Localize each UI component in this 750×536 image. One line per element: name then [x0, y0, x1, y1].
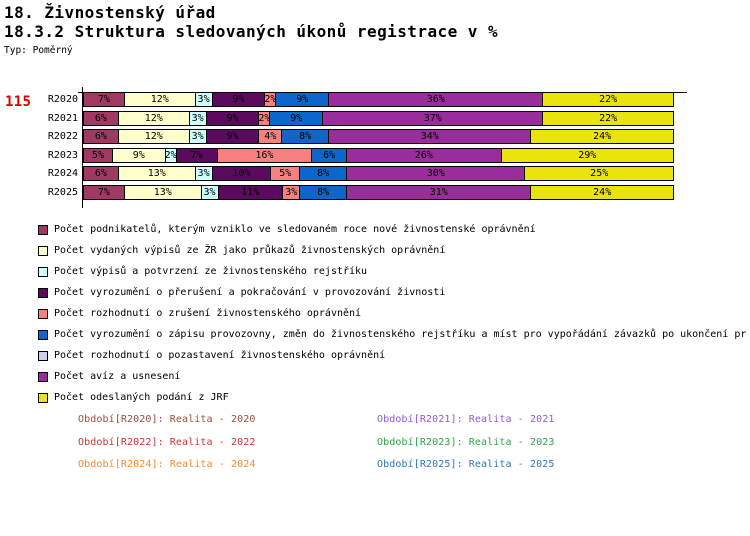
stacked-bar: 6%12%3%9%2%9%37%22% [83, 110, 674, 126]
bar-segment: 24% [530, 129, 674, 145]
bar-segment: 3% [282, 185, 301, 200]
bar-segment: 9% [269, 110, 324, 126]
bar-segment: 8% [281, 129, 330, 145]
bar-segment: 8% [299, 185, 348, 200]
period-label: Období[R2024]: Realita - 2024 [78, 459, 256, 470]
bar-segment: 3% [200, 185, 219, 200]
bar-segment: 22% [542, 110, 674, 126]
legend-label: Počet výpisů a potvrzení ze živnostenské… [54, 266, 368, 277]
bar-segment: 26% [346, 147, 502, 163]
bar-segment: 3% [194, 92, 213, 107]
period-label: Období[R2025]: Realita - 2025 [377, 459, 555, 470]
bar-segment: 9% [275, 92, 330, 107]
bar-segment: 4% [258, 129, 283, 145]
bar-segment: 3% [194, 166, 213, 182]
bar-segment: 5% [83, 147, 113, 163]
chart-title: 18.3.2 Struktura sledovaných úkonů regis… [4, 22, 499, 41]
legend-label: Počet vyrozumění o přerušení a pokračová… [54, 287, 446, 298]
bar-segment: 3% [188, 110, 207, 126]
chart-type-label: Typ: Poměrný [4, 45, 73, 56]
legend-label: Počet rozhodnutí o zrušení živnostenskéh… [54, 308, 362, 319]
bar-segment: 12% [123, 92, 196, 107]
bar-segment: 30% [346, 166, 526, 182]
bar-segment: 37% [322, 110, 544, 126]
bar-segment: 22% [542, 92, 674, 107]
record-count: 115 [5, 94, 32, 110]
period-label: Období[R2023]: Realita - 2023 [377, 436, 555, 448]
bar-segment: 5% [270, 166, 301, 182]
stacked-bar: 7%13%3%11%3%8%31%24% [83, 185, 674, 200]
y-axis-line [82, 87, 83, 208]
bar-segment: 9% [205, 129, 260, 145]
legend-label: Počet rozhodnutí o pozastavení živnosten… [54, 350, 386, 361]
bar-segment: 7% [83, 185, 125, 200]
bar-segment: 6% [83, 129, 119, 145]
legend-swatch-icon [38, 330, 48, 340]
legend-label: Počet vyrozumění o zápisu provozovny, zm… [54, 329, 747, 340]
bar-segment: 31% [346, 185, 532, 200]
bar-segment: 16% [216, 147, 313, 163]
bar-segment: 3% [188, 129, 207, 145]
legend-swatch-icon [38, 393, 48, 403]
bar-row-r2024: R2024 6%13%3%10%5%8%30%25% [0, 166, 750, 182]
legend-label: Počet vydaných výpisů ze ŽR jako průkazů… [54, 245, 446, 256]
stacked-bar: 6%13%3%10%5%8%30%25% [83, 166, 674, 182]
bar-segment: 34% [328, 129, 532, 145]
bar-segment: 25% [524, 166, 674, 182]
legend-swatch-icon [38, 288, 48, 298]
bar-segment: 9% [205, 110, 260, 126]
bar-row-r2022: R2022 6%12%3%9%4%8%34%24% [0, 129, 750, 145]
bar-segment: 10% [211, 166, 272, 182]
legend-label: Počet podnikatelů, kterým vzniklo ve sle… [54, 224, 536, 235]
bar-segment: 6% [83, 166, 119, 182]
period-label: Období[R2022]: Realita - 2022 [78, 436, 256, 448]
legend-label: Počet avíz a usnesení [54, 371, 181, 382]
legend-swatch-icon [38, 351, 48, 361]
bar-segment: 12% [117, 110, 190, 126]
period-label: Období[R2021]: Realita - 2021 [377, 414, 555, 425]
bar-segment: 24% [530, 185, 674, 200]
bar-segment: 9% [111, 147, 166, 163]
legend-swatch-icon [38, 246, 48, 256]
category-label: R2025 [47, 187, 78, 198]
bar-segment: 6% [311, 147, 348, 163]
category-label: R2024 [47, 168, 78, 180]
legend-swatch-icon [38, 267, 48, 277]
legend-swatch-icon [38, 372, 48, 382]
legend-label: Počet odeslaných podání z JRF [54, 392, 229, 403]
bar-segment: 29% [500, 147, 674, 163]
category-label: R2023 [47, 149, 78, 161]
page-title: 18. Živnostenský úřad [4, 3, 216, 22]
stacked-bar: 7%12%3%9%2%9%36%22% [83, 92, 674, 107]
stacked-bar: 5%9%2%7%16%6%26%29% [83, 147, 674, 163]
category-label: R2020 [47, 94, 78, 105]
bar-segment: 8% [299, 166, 348, 182]
bar-segment: 11% [217, 185, 284, 200]
bar-segment: 36% [328, 92, 544, 107]
period-label: Období[R2020]: Realita - 2020 [78, 414, 256, 425]
legend-swatch-icon [38, 309, 48, 319]
bar-segment: 9% [211, 92, 266, 107]
bar-segment: 7% [83, 92, 125, 107]
bar-segment: 13% [123, 185, 202, 200]
bar-row-r2021: R2021 6%12%3%9%2%9%37%22% [0, 110, 750, 126]
bar-segment: 7% [175, 147, 218, 163]
stacked-bar: 6%12%3%9%4%8%34%24% [83, 129, 674, 145]
bar-row-r2020: R2020 7%12%3%9%2%9%36%22% [0, 92, 750, 107]
category-label: R2021 [47, 112, 78, 124]
bar-segment: 12% [117, 129, 190, 145]
legend-swatch-icon [38, 225, 48, 235]
category-label: R2022 [47, 131, 78, 143]
bar-segment: 13% [117, 166, 196, 182]
bar-segment: 6% [83, 110, 119, 126]
